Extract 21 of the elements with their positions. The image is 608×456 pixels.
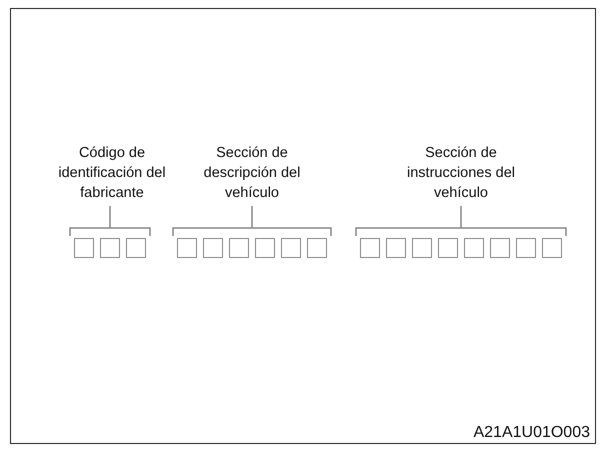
section-label: Código de identificación del fabricante [52, 143, 172, 203]
character-box [360, 238, 380, 258]
section-label: Sección de instrucciones del vehículo [398, 143, 524, 203]
character-box [203, 238, 223, 258]
character-box [74, 238, 94, 258]
character-box [412, 238, 432, 258]
character-box [126, 238, 146, 258]
character-box [177, 238, 197, 258]
character-box [255, 238, 275, 258]
character-box [307, 238, 327, 258]
character-box [490, 238, 510, 258]
figure-code: A21A1U01O003 [473, 424, 590, 442]
character-box [464, 238, 484, 258]
character-box [386, 238, 406, 258]
character-box [516, 238, 536, 258]
character-box [281, 238, 301, 258]
character-box [438, 238, 458, 258]
character-box [229, 238, 249, 258]
character-box [100, 238, 120, 258]
character-box [542, 238, 562, 258]
section-label: Sección de descripción del vehículo [182, 143, 322, 203]
